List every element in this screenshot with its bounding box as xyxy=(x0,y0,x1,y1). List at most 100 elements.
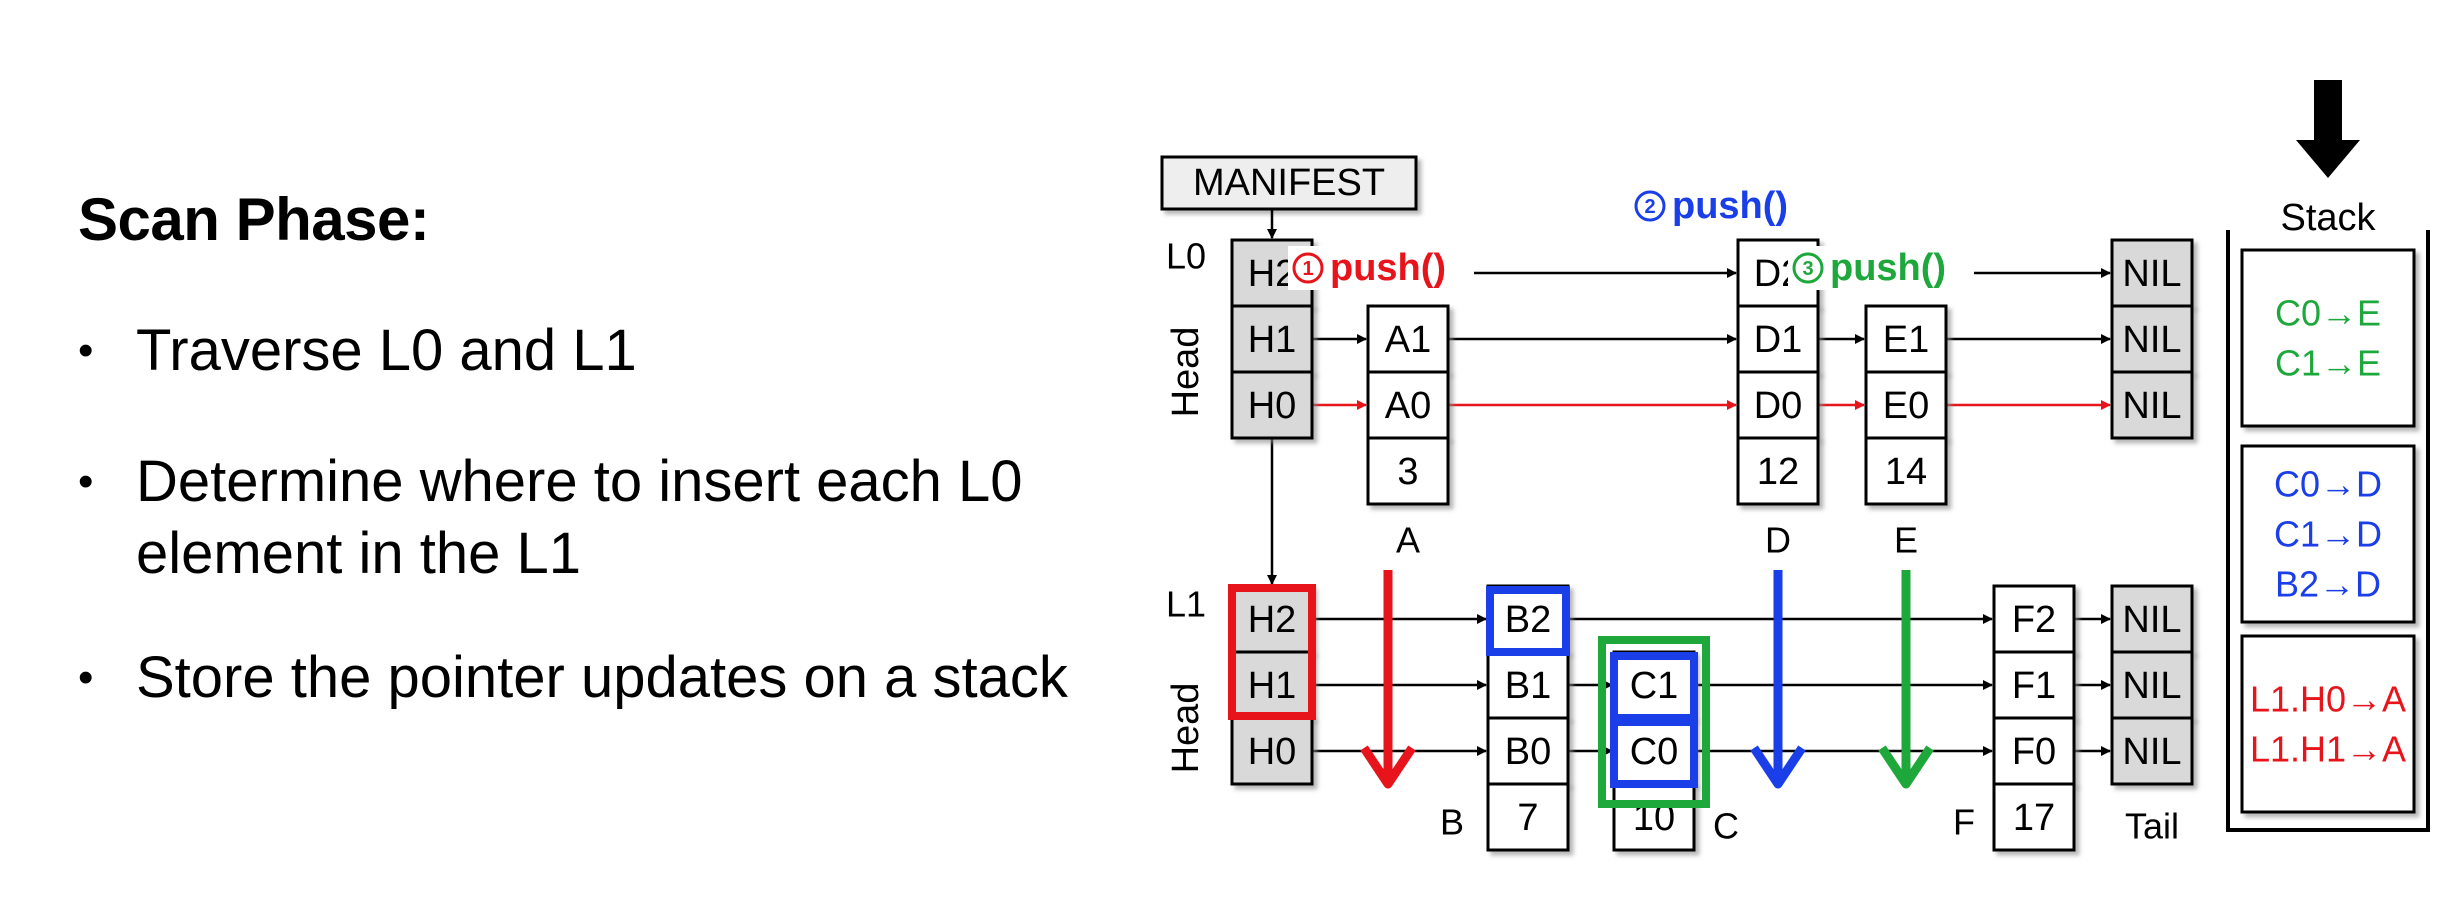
l1-node-f-cell: F0 xyxy=(2012,731,2056,773)
stack-label: Stack xyxy=(2280,197,2376,239)
l0-node-d-cell-box xyxy=(1736,370,1820,440)
l1-tail-label: Tail xyxy=(2125,806,2179,847)
highlight-b2-blue xyxy=(1486,586,1570,656)
manifest-label: MANIFEST xyxy=(1193,162,1385,204)
stack-entry-box xyxy=(2240,634,2416,814)
l0-node-d-value: 12 xyxy=(1757,451,1799,493)
l1-head-label: Head xyxy=(1165,683,1207,774)
l1-nil-cell: NIL xyxy=(2122,731,2181,773)
l1-nil-cell-box xyxy=(2110,716,2194,786)
l1-head-cell: H0 xyxy=(1248,731,1297,773)
l0-head-cell-box xyxy=(1230,370,1314,440)
highlight-c-green xyxy=(1598,636,1710,808)
l0-node-d-label: D xyxy=(1765,520,1791,561)
l0-head-cell: H0 xyxy=(1248,385,1297,427)
l0-nil-cell-box xyxy=(2110,238,2194,308)
l0-node-e-cell: E1 xyxy=(1883,319,1929,361)
l0-nil-cell: NIL xyxy=(2122,253,2181,295)
stack-entry-line: L1.H0→A xyxy=(2250,679,2406,720)
l0-node-d-cell-box xyxy=(1736,304,1820,374)
bullet-text: Determine where to insert each L0 xyxy=(136,449,1023,514)
push-number-circle xyxy=(1292,252,1324,284)
stack-container xyxy=(2226,230,2430,832)
l0-node-a-value: 3 xyxy=(1397,451,1418,493)
l1-node-f-cell-box xyxy=(1992,584,2076,654)
push-number: 3 xyxy=(1802,258,1813,280)
l0-node-a-cell: A0 xyxy=(1385,385,1431,427)
l1-nil-cell: NIL xyxy=(2122,665,2181,707)
bullet-dot: • xyxy=(78,457,94,506)
push-label: push() xyxy=(1830,247,1946,289)
l0-node-e-cell-box xyxy=(1864,370,1948,440)
push-number-circle xyxy=(1634,190,1666,222)
l0-node-a-cell: A1 xyxy=(1385,319,1431,361)
l1-node-b-cell: B2 xyxy=(1505,599,1551,641)
push-label-bg xyxy=(1288,246,1474,290)
scan-arrow-d-head xyxy=(1750,745,1806,789)
l1-node-b-label: B xyxy=(1440,802,1464,843)
bullet-dot: • xyxy=(78,326,94,375)
l0-node-e-label: E xyxy=(1894,520,1918,561)
l0-node-d-cell: D1 xyxy=(1754,319,1803,361)
l0-nil-cell-box xyxy=(2110,370,2194,440)
push-label-bg xyxy=(1630,184,1816,228)
stack-arrow-head xyxy=(2296,140,2360,178)
l0-nil-cell: NIL xyxy=(2122,385,2181,427)
l0-label: L0 xyxy=(1166,236,1206,277)
l0-node-e-value-box xyxy=(1864,436,1948,506)
section-heading: Scan Phase: xyxy=(78,186,430,253)
stack-arrow-shaft xyxy=(2314,80,2342,142)
highlight-l1-head-red xyxy=(1228,584,1316,720)
l1-node-f-cell: F2 xyxy=(2012,599,2056,641)
stack-entry-line: C1→D xyxy=(2274,514,2382,555)
push-number: 1 xyxy=(1302,258,1313,280)
l1-node-c-value-box xyxy=(1612,782,1696,852)
l1-head-cell: H1 xyxy=(1248,665,1297,707)
push-label: push() xyxy=(1672,185,1788,227)
l1-node-c-label: C xyxy=(1713,806,1739,847)
scan-arrow-a-head xyxy=(1360,745,1416,789)
l1-node-b-cell: B1 xyxy=(1505,665,1551,707)
l1-node-f-cell: F1 xyxy=(2012,665,2056,707)
l0-node-e-value: 14 xyxy=(1885,451,1927,493)
l0-node-a-label: A xyxy=(1396,520,1420,561)
l0-head-cell: H1 xyxy=(1248,319,1297,361)
highlight-c0-blue xyxy=(1610,718,1698,788)
description-panel: Scan Phase: • Traverse L0 and L1 • Deter… xyxy=(78,0,1118,912)
l1-node-b-value-box xyxy=(1486,782,1570,852)
l1-node-f-value-box xyxy=(1992,782,2076,852)
stack-entry-line: C0→D xyxy=(2274,464,2382,505)
l1-node-c-cell: C0 xyxy=(1630,731,1679,773)
l1-node-f-value: 17 xyxy=(2013,797,2055,839)
manifest-box xyxy=(1160,155,1418,211)
l0-node-a-cell-box xyxy=(1366,304,1450,374)
l1-node-f-label: F xyxy=(1953,802,1975,843)
stack-entry-line: C0→E xyxy=(2275,293,2381,334)
l1-head-cell-box xyxy=(1230,716,1314,786)
stack-entry-line: C1→E xyxy=(2275,343,2381,384)
stack-entry-box xyxy=(2240,444,2416,624)
l1-nil-cell-box xyxy=(2110,584,2194,654)
l0-node-e-cell-box xyxy=(1864,304,1948,374)
l0-node-a-cell-box xyxy=(1366,370,1450,440)
l1-nil-cell-box xyxy=(2110,650,2194,720)
l0-nil-cell-box xyxy=(2110,304,2194,374)
l1-head-cell: H2 xyxy=(1248,599,1297,641)
l0-node-d-value-box xyxy=(1736,436,1820,506)
stack-entry-line: B2→D xyxy=(2275,564,2381,605)
l1-node-f-cell-box xyxy=(1992,716,2076,786)
l0-node-a-value-box xyxy=(1366,436,1450,506)
bullet-text-continued: element in the L1 xyxy=(136,521,581,586)
l1-head-cell-box xyxy=(1230,650,1314,720)
l1-label: L1 xyxy=(1166,584,1206,625)
stack-entry-box xyxy=(2240,248,2416,428)
l0-node-d-cell: D0 xyxy=(1754,385,1803,427)
bullet-text: Traverse L0 and L1 xyxy=(136,318,637,383)
push-label: push() xyxy=(1330,247,1446,289)
l0-head-label: Head xyxy=(1165,327,1207,418)
push-number-circle xyxy=(1792,252,1824,284)
stack-entry-line: L1.H1→A xyxy=(2250,729,2406,770)
push-number: 2 xyxy=(1644,196,1655,218)
l1-node-c-cell: C1 xyxy=(1630,665,1679,707)
